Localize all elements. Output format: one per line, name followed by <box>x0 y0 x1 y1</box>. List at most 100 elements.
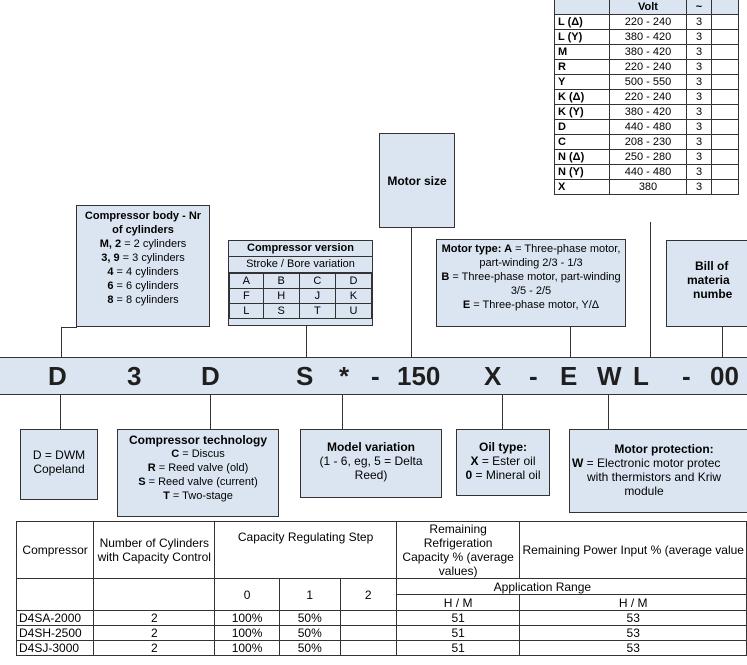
hm-refrigeration: H / M <box>395 594 521 611</box>
voltage-volt: 380 - 420 <box>609 29 687 45</box>
compressor-version-title: Compressor version <box>229 241 372 257</box>
voltage-extra <box>711 29 739 45</box>
voltage-phase: 3 <box>686 179 712 195</box>
code-char-6: 150 <box>397 361 441 391</box>
voltage-header-extra <box>711 0 739 15</box>
code-char-12: - <box>682 361 691 391</box>
voltage-phase: 3 <box>686 74 712 90</box>
code-char-1: 3 <box>127 361 142 391</box>
voltage-volt: 380 - 420 <box>609 44 687 60</box>
subheader-empty-1 <box>15 578 95 611</box>
voltage-code: K (Δ) <box>554 89 610 105</box>
voltage-code: X <box>554 179 610 195</box>
subheader-empty-2 <box>93 578 216 611</box>
table-cell-cyl: 2 <box>93 610 216 626</box>
table-cell-s0: 100% <box>214 625 280 641</box>
model-variation-box: Model variation (1 - 6, eg, 5 = Delta Re… <box>300 429 442 498</box>
motor-size-box: Motor size <box>379 133 455 228</box>
voltage-volt: 220 - 240 <box>609 14 687 30</box>
header-refrigeration: Remaining Refrigeration Capacity % (aver… <box>395 521 521 579</box>
oil-option: 0 = Mineral oil <box>465 468 541 482</box>
compressor-version-box: Compressor version Stroke / Bore variati… <box>228 240 373 326</box>
code-char-0: D <box>48 361 67 391</box>
voltage-volt: 250 - 280 <box>609 149 687 165</box>
code-char-11: L <box>633 361 649 391</box>
table-cell-s2 <box>339 640 397 656</box>
header-compressor: Compressor <box>15 521 95 579</box>
code-char-2: D <box>201 361 220 391</box>
version-code: L <box>229 303 264 319</box>
connector-bom <box>722 327 723 357</box>
model-variation-text: (1 - 6, eg, 5 = Delta Reed) <box>319 454 423 482</box>
cylinder-option: 6 = 6 cylinders <box>107 280 179 292</box>
voltage-phase: 3 <box>686 14 712 30</box>
table-cell-s1: 50% <box>278 640 341 656</box>
version-code: C <box>298 273 336 289</box>
motor-type-a: Motor type: A = Three-phase motor, part-… <box>441 243 621 269</box>
version-code: K <box>334 288 373 304</box>
step-1: 1 <box>278 578 341 611</box>
voltage-extra <box>711 59 739 75</box>
connector-variation <box>342 395 343 429</box>
motor-protection-box: Motor protection: W = Electronic motor p… <box>569 429 747 513</box>
cylinder-option: 8 = 8 cylinders <box>107 294 179 306</box>
connector-tech <box>210 395 211 429</box>
table-cell-s1: 50% <box>278 625 341 641</box>
voltage-header-code <box>554 0 610 15</box>
motor-protection-w: W = Electronic motor protec <box>572 456 721 470</box>
table-cell-model: D4SA-2000 <box>15 610 95 626</box>
cylinder-option: 3, 9 = 3 cylinders <box>101 252 185 264</box>
connector-oil <box>502 395 503 429</box>
technology-option: R = Reed valve (old) <box>147 462 249 474</box>
version-code: D <box>334 273 373 289</box>
table-cell-pi: 53 <box>519 610 747 626</box>
voltage-extra <box>711 89 739 105</box>
motor-type-e: E = Three-phase motor, Y/Δ <box>462 299 600 311</box>
application-range: Application Range <box>395 578 747 595</box>
table-cell-s1: 50% <box>278 610 341 626</box>
voltage-code: L (Y) <box>554 29 610 45</box>
dwm-line-1: D = DWM <box>32 448 86 462</box>
voltage-code: L (Δ) <box>554 14 610 30</box>
voltage-phase: 3 <box>686 59 712 75</box>
voltage-code: K (Y) <box>554 104 610 120</box>
cylinder-option: 4 = 4 cylinders <box>107 266 179 278</box>
table-cell-cyl: 2 <box>93 625 216 641</box>
table-cell-model: D4SH-2500 <box>15 625 95 641</box>
version-code: U <box>334 303 373 319</box>
motor-protection-title: Motor protection: <box>614 442 714 456</box>
step-2: 2 <box>339 578 397 611</box>
compressor-version-subtitle: Stroke / Bore variation <box>229 257 372 273</box>
voltage-extra <box>711 179 739 195</box>
version-code: F <box>229 288 264 304</box>
dwm-box: D = DWM Copeland <box>20 429 98 500</box>
version-code: T <box>298 303 336 319</box>
code-char-5: - <box>371 361 380 391</box>
table-cell-pi: 53 <box>519 625 747 641</box>
hm-power: H / M <box>519 594 747 611</box>
table-cell-cyl: 2 <box>93 640 216 656</box>
oil-option: X = Ester oil <box>470 454 536 468</box>
version-code: A <box>229 273 264 289</box>
voltage-extra <box>711 44 739 60</box>
connector-motor-type <box>570 327 571 357</box>
connector-protection <box>608 395 609 429</box>
voltage-volt: 380 <box>609 179 687 195</box>
voltage-phase: 3 <box>686 164 712 180</box>
code-char-10: W <box>597 361 622 391</box>
code-char-9: E <box>560 361 578 391</box>
voltage-extra <box>711 74 739 90</box>
connector-voltage <box>650 222 651 357</box>
table-cell-rc: 51 <box>395 610 521 626</box>
connector-body-h <box>61 327 77 328</box>
technology-option: C = Discus <box>171 448 225 460</box>
step-0: 0 <box>214 578 280 611</box>
compressor-body-title: Compressor body - Nr of cylinders <box>84 210 202 236</box>
